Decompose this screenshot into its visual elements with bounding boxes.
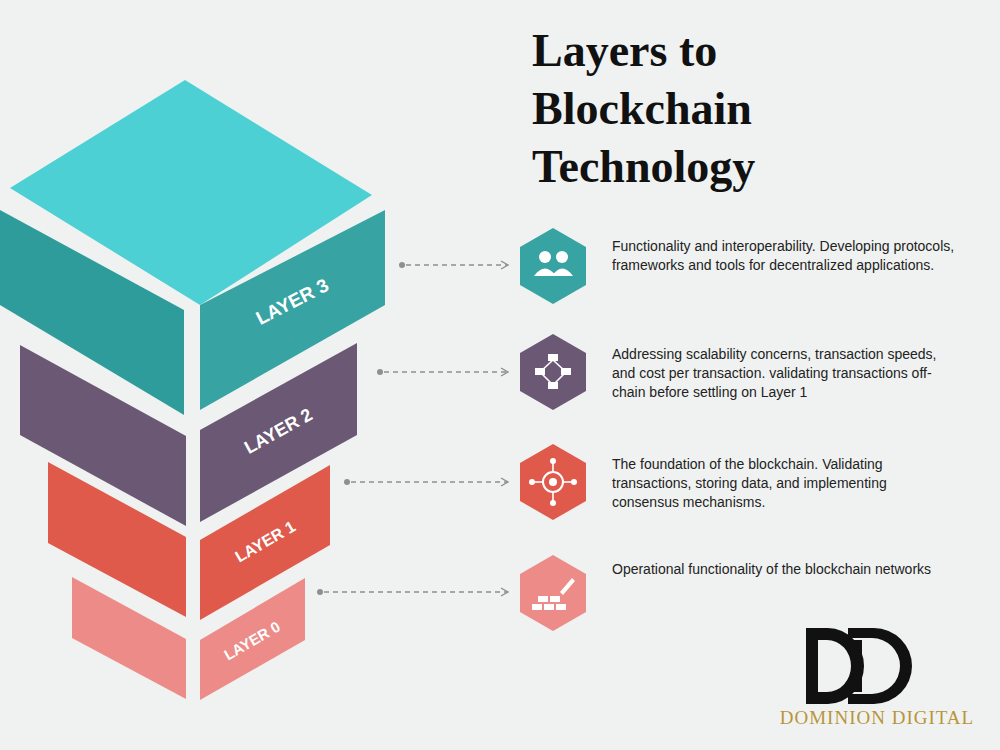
layer-description: Functionality and interoperability. Deve… [612, 237, 957, 275]
layer-description: Operational functionality of the blockch… [612, 560, 957, 579]
logo-mark [806, 628, 912, 704]
network-icon [520, 334, 586, 410]
users-icon [520, 228, 586, 304]
blockchain-icon [520, 444, 586, 520]
leader-lines [317, 262, 508, 595]
layer-description: Addressing scalability concerns, transac… [612, 345, 957, 402]
layer-1-slab [48, 462, 330, 620]
diagram-title: Layers to Blockchain Technology [532, 22, 832, 196]
brand-name: DOMINION DIGITAL [767, 707, 987, 729]
brick-icon [520, 555, 586, 631]
layer-description: The foundation of the blockchain. Valida… [612, 455, 957, 512]
layer-0-slab [72, 577, 305, 700]
layer-2-slab [20, 343, 357, 526]
layer-3-slab [0, 80, 385, 415]
